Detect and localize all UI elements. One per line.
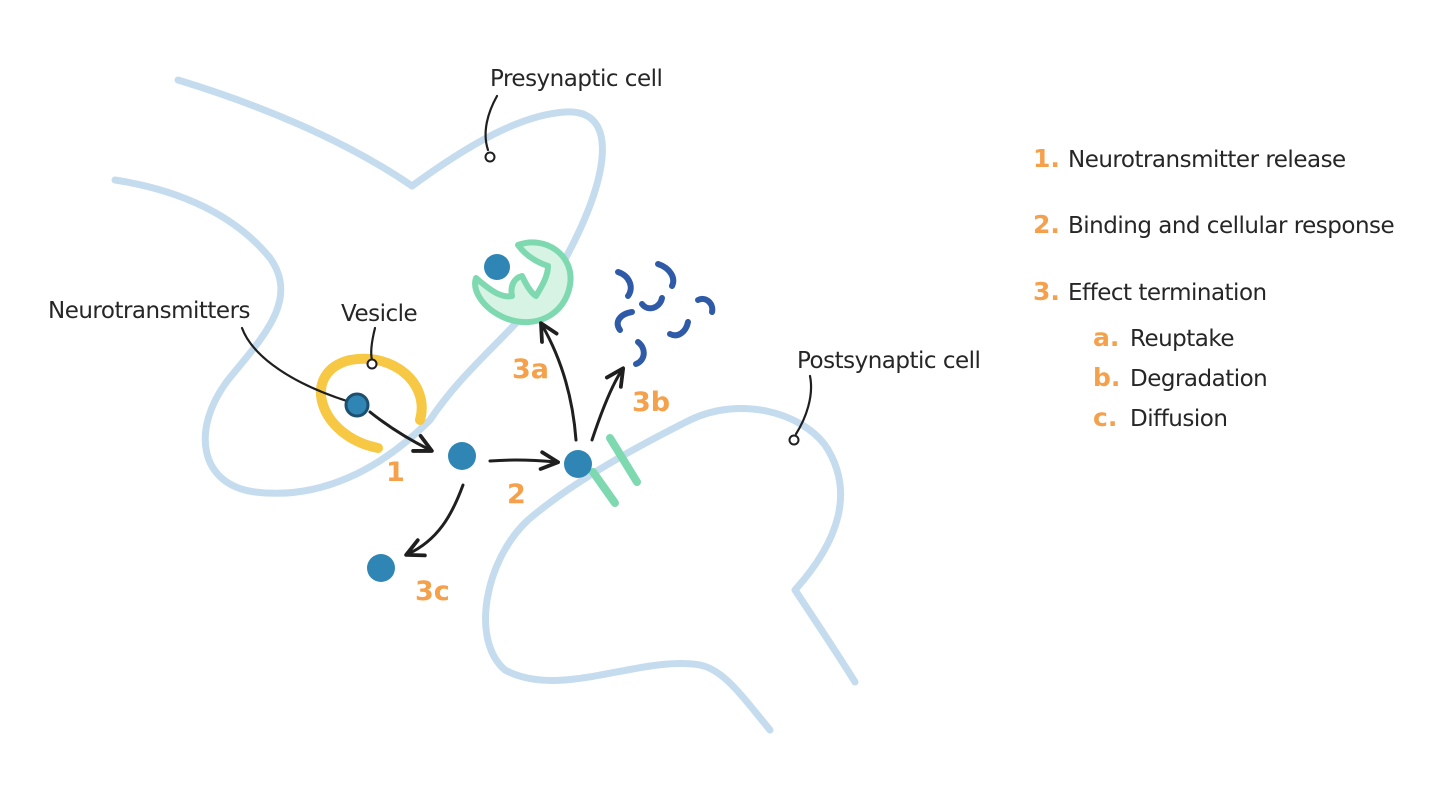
- reuptake-transporter: [472, 239, 574, 326]
- arrow-reuptake: [539, 321, 578, 442]
- pointers: [240, 94, 813, 436]
- pointer-end-vesicle: [366, 358, 378, 370]
- vesicle: [316, 353, 427, 453]
- legend-text-1: Neurotransmitter release: [1068, 147, 1346, 173]
- pointer-end-presynaptic: [484, 151, 496, 163]
- presynaptic-label: Presynaptic cell: [490, 66, 662, 92]
- legend-sub-text-b: Degradation: [1130, 366, 1267, 392]
- nt-released: [448, 442, 476, 470]
- neurotransmitter-molecules: [344, 254, 592, 582]
- pointer-presynaptic: [484, 94, 499, 152]
- legend-text-2: Binding and cellular response: [1068, 213, 1394, 239]
- legend-num-1: 1.: [1033, 144, 1060, 173]
- postsynaptic-label: Postsynaptic cell: [797, 348, 980, 374]
- nt-bound: [564, 450, 592, 478]
- arrow-degradation: [590, 366, 626, 442]
- arrow-release: [368, 410, 434, 453]
- step-marker-3c: 3c: [415, 576, 450, 607]
- legend-sub-text-a: Reuptake: [1130, 326, 1234, 352]
- postsynaptic-membrane: [482, 405, 859, 734]
- legend-sub-num-b: b.: [1093, 363, 1120, 392]
- legend: 1. Neurotransmitter release 2. Binding a…: [1033, 144, 1395, 432]
- postsynaptic-receptor: [589, 434, 641, 507]
- arrow-binding: [488, 450, 560, 471]
- pointer-end-postsynaptic: [788, 434, 800, 446]
- presynaptic-membrane: [111, 76, 606, 497]
- legend-sub-text-c: Diffusion: [1130, 406, 1227, 432]
- nt-in-vesicle: [344, 392, 370, 418]
- step-marker-1: 1: [386, 457, 405, 488]
- arrow-diffusion: [404, 483, 465, 558]
- arrows: [368, 321, 626, 558]
- neurotransmitters-label: Neurotransmitters: [48, 298, 250, 324]
- legend-sub-num-c: c.: [1093, 403, 1117, 432]
- step-marker-3a: 3a: [512, 354, 549, 385]
- step-marker-2: 2: [507, 479, 526, 510]
- legend-text-3: Effect termination: [1068, 280, 1267, 306]
- nt-diffused: [367, 554, 395, 582]
- nt-reuptake: [484, 254, 510, 280]
- step-marker-3b: 3b: [632, 387, 670, 418]
- pointer-vesicle: [370, 326, 377, 362]
- degraded-fragments: [614, 261, 716, 367]
- legend-num-2: 2.: [1033, 210, 1060, 239]
- pointer-postsynaptic: [794, 374, 813, 436]
- pointer-neurotransmitters: [240, 326, 352, 404]
- legend-sub-num-a: a.: [1093, 323, 1119, 352]
- legend-num-3: 3.: [1033, 277, 1060, 306]
- vesicle-label: Vesicle: [341, 301, 417, 327]
